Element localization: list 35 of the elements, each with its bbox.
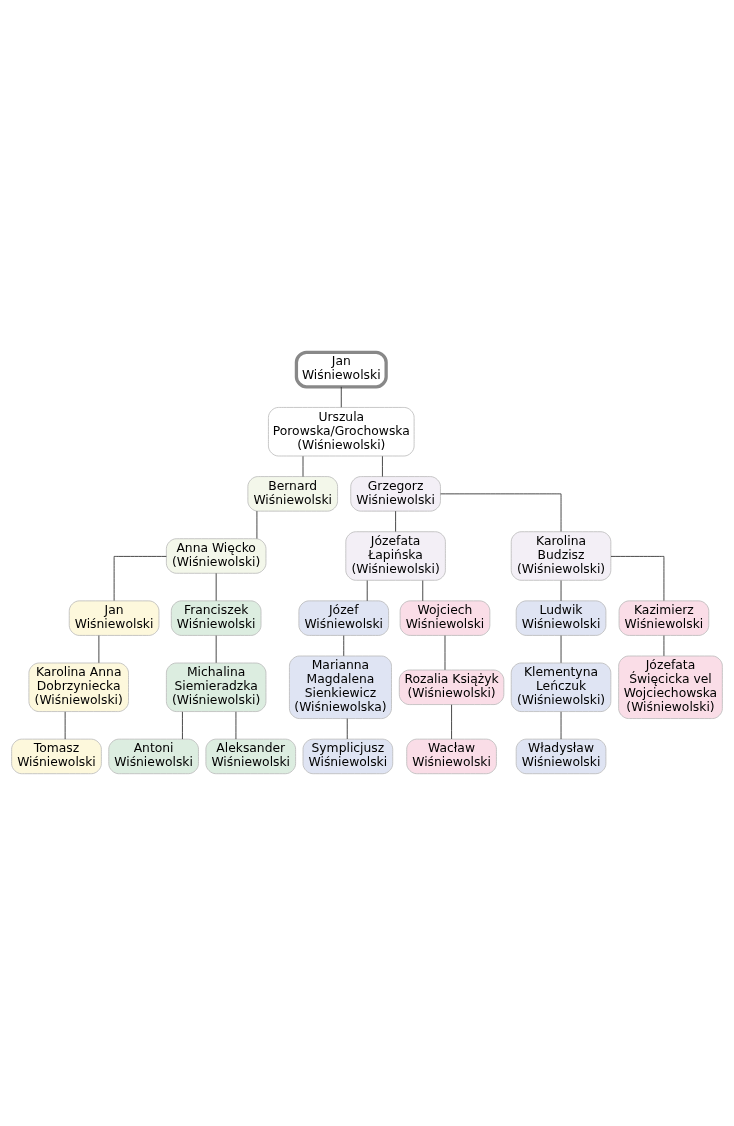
node-box: Symplicjusz Wiśniewolski xyxy=(302,738,394,775)
connector xyxy=(422,580,424,602)
connector xyxy=(346,718,348,740)
node-box: Wacław Wiśniewolski xyxy=(406,738,497,775)
node-box: Michalina Siemieradzka (Wiśniewolski) xyxy=(165,662,267,712)
connector xyxy=(382,455,383,477)
node-box: Antoni Wiśniewolski xyxy=(108,738,199,775)
connector xyxy=(451,704,452,740)
node-box: Kazimierz Wiśniewolski xyxy=(618,600,710,636)
connector xyxy=(113,556,167,602)
node-box: Wojciech Wiśniewolski xyxy=(399,600,491,636)
node-box: Karolina Anna Dobrzyniecka (Wiśniewolski) xyxy=(28,662,129,712)
node-box: Jan Wiśniewolski xyxy=(68,600,160,636)
node-box: Grzegorz Wiśniewolski xyxy=(350,476,441,512)
node-box: Ludwik Wiśniewolski xyxy=(515,600,607,636)
node-box: Tomasz Wiśniewolski xyxy=(11,738,102,775)
node-box: Marianna Magdalena Sienkiewicz (Wiśniewolska) xyxy=(289,655,392,719)
node-box: Franciszek Wiśniewolski xyxy=(170,600,262,636)
node-box: Józef Wiśniewolski xyxy=(298,600,390,636)
node-box: Rozalia Książyk (Wiśniewolski) xyxy=(398,669,505,705)
node-box: Aleksander Wiśniewolski xyxy=(205,738,296,775)
node-box: Józefata Święcicka vel Wojciechowska (Wiśniewolski) xyxy=(618,655,723,719)
node-box: Władysław Wiśniewolski xyxy=(515,738,607,775)
connector xyxy=(610,556,665,602)
node-box: Klementyna Leńczuk (Wiśniewolski) xyxy=(510,662,612,712)
node-box: Anna Więcko (Wiśniewolski) xyxy=(165,538,267,574)
node-box: Bernard Wiśniewolski xyxy=(247,476,338,512)
connector xyxy=(395,510,396,532)
node-box: Jan Wiśniewolski xyxy=(294,350,388,389)
node-box: Karolina Budzisz (Wiśniewolski) xyxy=(510,531,612,581)
connector xyxy=(340,386,342,408)
connector xyxy=(182,711,183,740)
node-box: Józefata Łapińska (Wiśniewolski) xyxy=(345,531,446,581)
connector xyxy=(343,635,345,657)
node-box: Urszula Porowska/Grochowska (Wiśniewolski) xyxy=(268,407,415,457)
